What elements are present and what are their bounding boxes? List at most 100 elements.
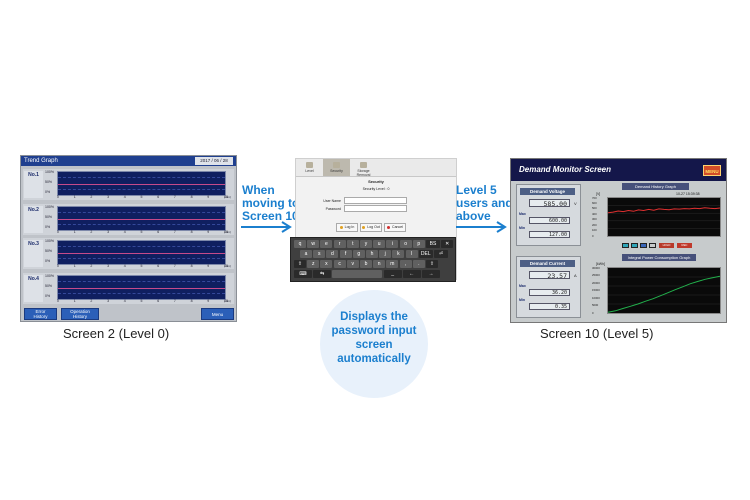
keyboard-key[interactable]: l	[405, 250, 418, 258]
x-tick-label: 3	[107, 264, 110, 268]
tab-storage-label: Storage Removal	[356, 169, 371, 177]
y-tick-label: 50%	[45, 283, 53, 288]
y-tick-label: 10000	[592, 295, 600, 300]
keyboard-key[interactable]: ←	[402, 270, 421, 278]
x-tick-label: 5	[140, 229, 143, 234]
keyboard-key[interactable]: o	[399, 240, 412, 248]
keyboard-key[interactable]: t	[346, 240, 359, 248]
keyboard-key[interactable]: →	[422, 270, 440, 278]
keyboard-key[interactable]: s	[313, 250, 326, 258]
level-note: Level 5 users and above	[456, 183, 513, 223]
x-unit-label: (min)	[224, 229, 231, 234]
grid-line	[58, 292, 225, 294]
graph-tag-button[interactable]: HOLD	[659, 243, 674, 248]
tab-level[interactable]: Level	[296, 159, 323, 176]
x-tick-label: 2	[90, 298, 93, 303]
password-input[interactable]	[344, 205, 407, 212]
graph-control-button[interactable]	[640, 243, 647, 248]
grid-line	[58, 223, 225, 225]
keyboard-key[interactable]: a	[300, 250, 312, 258]
keyboard-key[interactable]: ⇧	[294, 260, 306, 268]
current-unit: A	[574, 273, 577, 278]
keyboard-key[interactable]: ⏎	[434, 250, 448, 258]
history-unit: [V]	[596, 192, 601, 196]
keyboard-key[interactable]: BS	[426, 240, 440, 248]
keyboard-key[interactable]	[332, 270, 383, 278]
keyboard-key[interactable]: p	[412, 240, 425, 248]
keyboard-key[interactable]: k	[392, 250, 405, 258]
trend-trace	[58, 287, 225, 289]
login-button[interactable]: Log In	[336, 223, 358, 232]
keyboard-key[interactable]: u	[373, 240, 386, 248]
keyboard-key[interactable]: c	[333, 260, 346, 268]
trend-trace	[58, 218, 225, 220]
keyboard-key[interactable]: f	[339, 250, 352, 258]
keyboard-key[interactable]: ⇧	[426, 260, 438, 268]
keyboard-key[interactable]: w	[307, 240, 320, 248]
keyboard-key[interactable]: m	[386, 260, 399, 268]
graph-control-button[interactable]	[631, 243, 638, 248]
y-tick-label: 500	[592, 206, 597, 211]
grid-line	[58, 177, 225, 178]
keyboard-key[interactable]: d	[326, 250, 339, 258]
y-tick-label: 50%	[45, 214, 53, 219]
operation-history-button[interactable]: Operation History	[61, 308, 99, 320]
keyboard-key[interactable]: n	[373, 260, 386, 268]
keyboard-key[interactable]: g	[352, 250, 365, 258]
level-icon	[306, 162, 313, 168]
demand-monitor-titlebar: Demand Monitor Screen MENU	[511, 159, 726, 181]
x-tick-label: 0	[57, 229, 59, 234]
keyboard-key[interactable]: q	[294, 240, 306, 248]
x-tick-label: 9	[207, 229, 210, 234]
keyboard-key[interactable]: e	[320, 240, 333, 248]
keyboard-key[interactable]: j	[379, 250, 392, 258]
keyboard-key[interactable]: x	[320, 260, 333, 268]
keyboard-key[interactable]: ⌨	[294, 270, 312, 278]
voltage-max-label: Max	[519, 212, 526, 216]
cancel-label: Cancel	[392, 225, 403, 229]
menu-button[interactable]: Menu	[201, 308, 234, 320]
password-tab-bar: Level Security Storage Removal	[296, 159, 456, 177]
cancel-button[interactable]: Cancel	[384, 223, 406, 232]
graph-control-button[interactable]	[622, 243, 629, 248]
keyboard-key[interactable]: ✕	[441, 240, 454, 248]
keyboard-key[interactable]: b	[360, 260, 372, 268]
keyboard-key[interactable]: i	[386, 240, 399, 248]
keyboard-key[interactable]: v	[346, 260, 359, 268]
keyboard-key[interactable]: z	[307, 260, 320, 268]
tab-security[interactable]: Security	[323, 159, 350, 176]
trend-plot-area	[57, 274, 226, 300]
user-name-label: User Name	[323, 199, 341, 203]
keyboard-key[interactable]: r	[333, 240, 346, 248]
x-tick-label: 8	[190, 229, 193, 234]
consumption-unit: [kWh]	[596, 262, 605, 266]
keyboard-key[interactable]: .	[412, 260, 425, 268]
x-tick-label: 7	[173, 195, 176, 199]
history-timestamp: 10-27 15:39:38	[676, 192, 700, 196]
series-line	[608, 275, 720, 313]
graph-tag-button[interactable]: REC	[677, 243, 692, 248]
graph-control-button[interactable]	[649, 243, 656, 248]
keyboard-key[interactable]: ⇆	[313, 270, 332, 278]
keyboard-key[interactable]: ,	[399, 260, 412, 268]
x-tick-label: 6	[157, 298, 160, 303]
error-history-button[interactable]: Error History	[24, 308, 57, 320]
password-label: Password	[325, 207, 341, 211]
tab-storage-removal[interactable]: Storage Removal	[350, 159, 377, 177]
keyboard-key[interactable]: DEL	[418, 250, 433, 258]
x-tick-label: 1	[73, 195, 76, 199]
keyboard-key[interactable]: _	[383, 270, 402, 278]
user-name-input[interactable]	[344, 197, 407, 204]
x-tick-label: 7	[173, 298, 176, 303]
keyboard-key[interactable]: y	[360, 240, 372, 248]
demand-current-heading: Demand Current	[520, 260, 575, 267]
keyboard-key[interactable]: h	[366, 250, 378, 258]
x-tick-label: 2	[90, 195, 93, 199]
channel-label: No.2	[24, 205, 43, 233]
menu-button[interactable]: MENU	[703, 165, 721, 176]
logout-button[interactable]: Log Out	[360, 223, 382, 232]
x-tick-label: 9	[207, 195, 210, 199]
x-tick-label: 8	[190, 264, 193, 268]
grid-line	[58, 258, 225, 259]
